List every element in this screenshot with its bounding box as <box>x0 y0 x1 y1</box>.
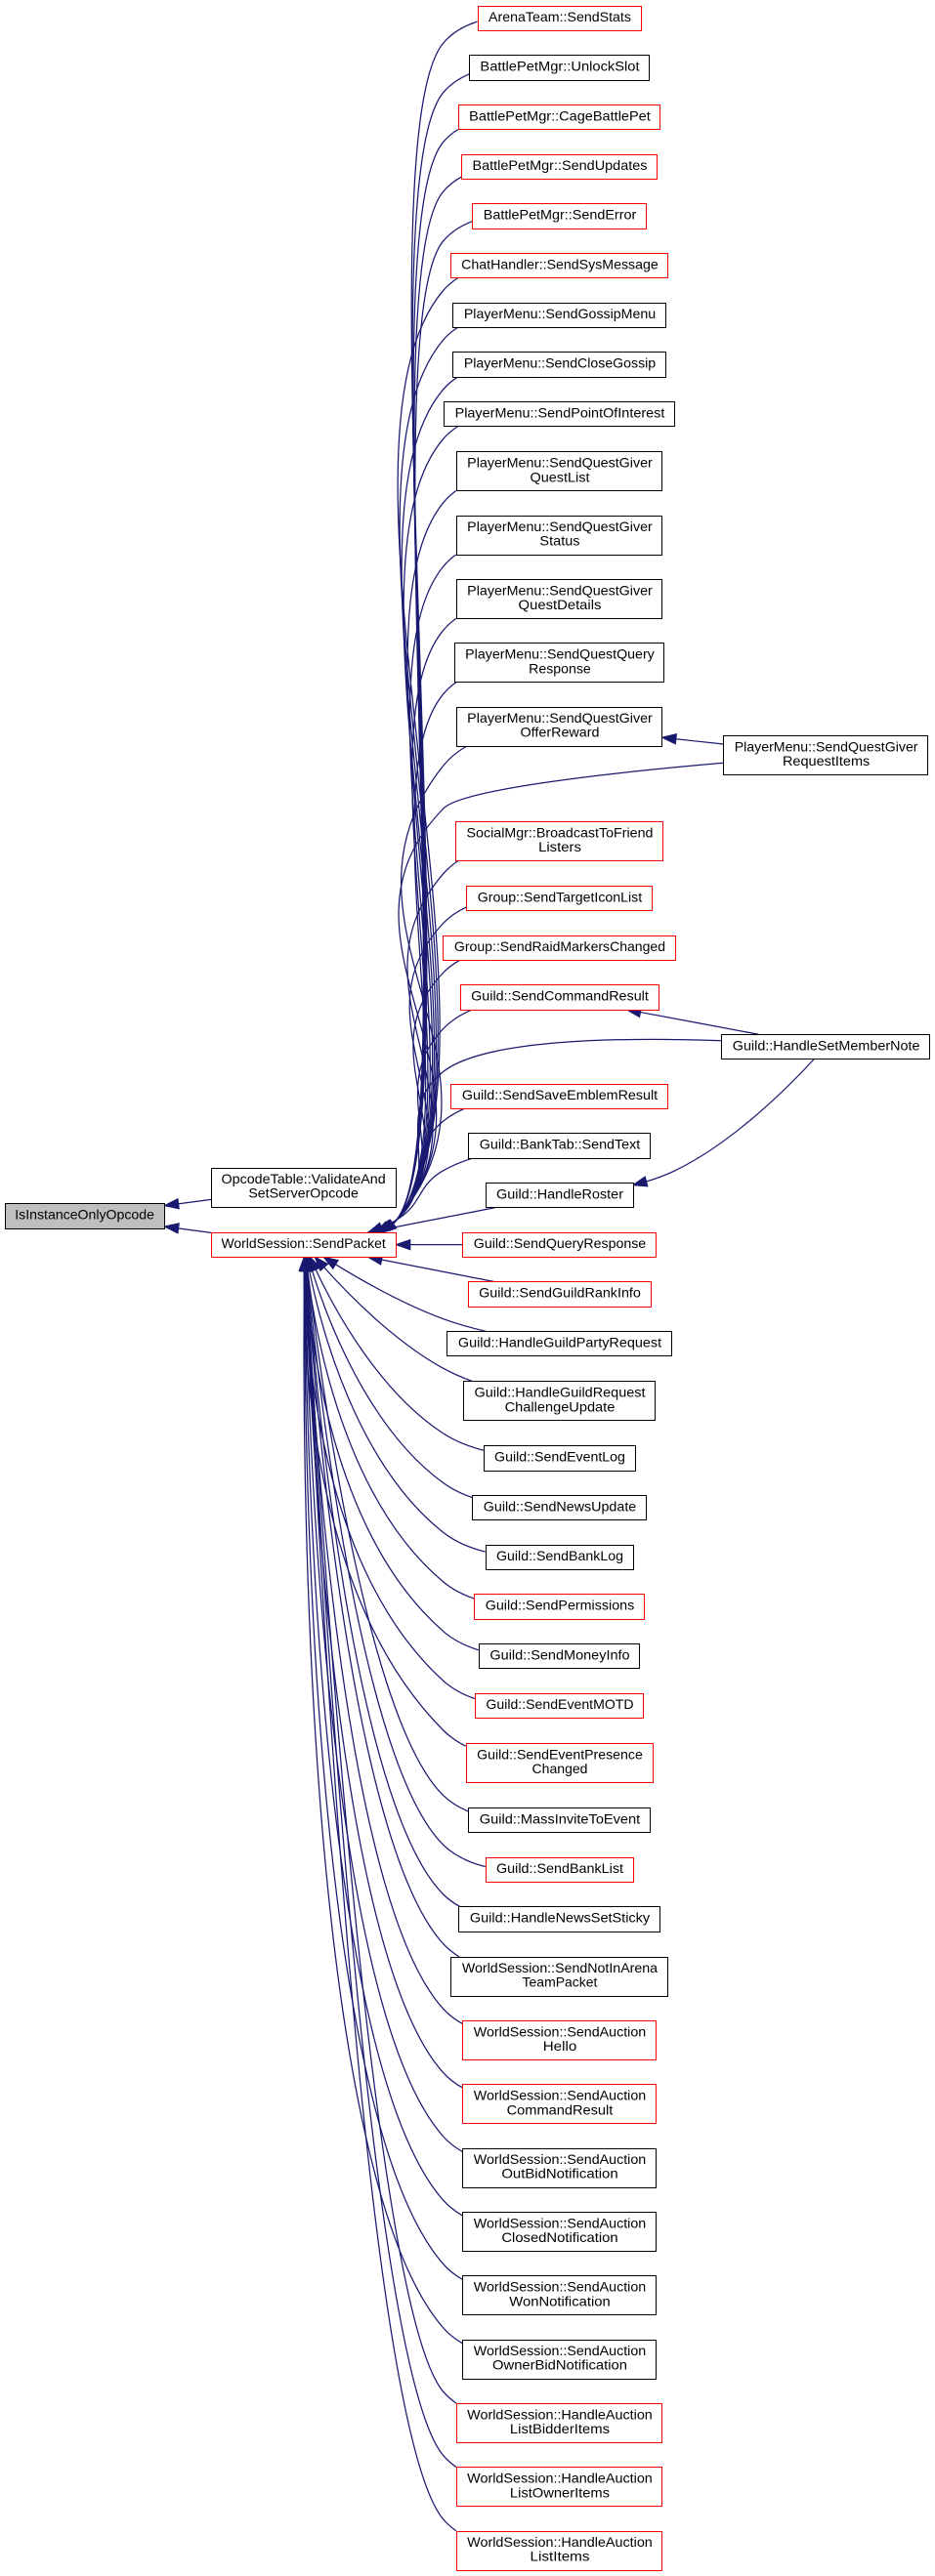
svg-text:OwnerBidNotification: OwnerBidNotification <box>492 2358 627 2373</box>
svg-text:PlayerMenu::SendQuestGiver: PlayerMenu::SendQuestGiver <box>467 519 653 534</box>
svg-text:Guild::SendEventMOTD: Guild::SendEventMOTD <box>486 1697 633 1712</box>
svg-text:Guild::HandleRoster: Guild::HandleRoster <box>496 1186 624 1201</box>
svg-text:Guild::BankTab::SendText: Guild::BankTab::SendText <box>480 1138 641 1152</box>
svg-text:PlayerMenu::SendQuestGiver: PlayerMenu::SendQuestGiver <box>467 583 653 598</box>
svg-text:Guild::SendBankList: Guild::SendBankList <box>496 1861 623 1876</box>
svg-text:Guild::SendEventPresence: Guild::SendEventPresence <box>477 1747 643 1762</box>
svg-text:Guild::SendBankLog: Guild::SendBankLog <box>496 1549 623 1563</box>
svg-text:Guild::SendCommandResult: Guild::SendCommandResult <box>471 989 649 1004</box>
svg-text:QuestList: QuestList <box>531 470 590 484</box>
svg-text:Guild::SendGuildRankInfo: Guild::SendGuildRankInfo <box>479 1286 641 1301</box>
svg-text:Response: Response <box>529 661 591 676</box>
svg-text:Guild::MassInviteToEvent: Guild::MassInviteToEvent <box>480 1811 641 1826</box>
svg-text:PlayerMenu::SendGossipMenu: PlayerMenu::SendGossipMenu <box>464 307 656 321</box>
svg-text:Guild::HandleSetMemberNote: Guild::HandleSetMemberNote <box>733 1038 920 1053</box>
svg-text:SetServerOpcode: SetServerOpcode <box>248 1186 359 1201</box>
svg-text:BattlePetMgr::CageBattlePet: BattlePetMgr::CageBattlePet <box>469 108 651 123</box>
svg-text:ListBidderItems: ListBidderItems <box>510 2422 610 2436</box>
svg-text:WorldSession::SendAuction: WorldSession::SendAuction <box>474 2280 646 2295</box>
svg-text:QuestDetails: QuestDetails <box>519 598 602 612</box>
svg-text:Guild::HandleNewsSetSticky: Guild::HandleNewsSetSticky <box>470 1911 651 1926</box>
svg-text:OutBidNotification: OutBidNotification <box>501 2167 617 2181</box>
svg-text:ArenaTeam::SendStats: ArenaTeam::SendStats <box>489 10 631 24</box>
svg-text:IsInstanceOnlyOpcode: IsInstanceOnlyOpcode <box>15 1208 154 1223</box>
svg-text:WorldSession::HandleAuction: WorldSession::HandleAuction <box>467 2535 653 2550</box>
svg-text:OfferReward: OfferReward <box>521 726 600 740</box>
svg-text:WorldSession::HandleAuction: WorldSession::HandleAuction <box>467 2407 653 2422</box>
svg-text:Listers: Listers <box>538 840 581 854</box>
svg-text:WorldSession::SendAuction: WorldSession::SendAuction <box>474 2344 646 2358</box>
svg-text:PlayerMenu::SendQuestQuery: PlayerMenu::SendQuestQuery <box>465 647 655 662</box>
svg-text:ListOwnerItems: ListOwnerItems <box>510 2485 610 2500</box>
svg-text:ChallengeUpdate: ChallengeUpdate <box>505 1399 616 1414</box>
svg-text:PlayerMenu::SendCloseGossip: PlayerMenu::SendCloseGossip <box>464 356 656 371</box>
svg-text:BattlePetMgr::SendUpdates: BattlePetMgr::SendUpdates <box>473 158 648 173</box>
svg-text:WorldSession::SendPacket: WorldSession::SendPacket <box>222 1236 386 1251</box>
svg-text:WorldSession::SendAuction: WorldSession::SendAuction <box>474 2216 646 2230</box>
svg-text:ClosedNotification: ClosedNotification <box>501 2230 617 2245</box>
svg-text:WorldSession::SendAuction: WorldSession::SendAuction <box>474 2089 646 2103</box>
svg-text:OpcodeTable::ValidateAnd: OpcodeTable::ValidateAnd <box>222 1172 386 1186</box>
svg-text:Group::SendTargetIconList: Group::SendTargetIconList <box>478 890 643 904</box>
svg-text:Guild::SendEventLog: Guild::SendEventLog <box>494 1450 625 1465</box>
svg-text:Hello: Hello <box>543 2039 577 2054</box>
svg-text:WorldSession::SendAuction: WorldSession::SendAuction <box>474 2152 646 2167</box>
svg-text:Guild::SendPermissions: Guild::SendPermissions <box>486 1599 635 1613</box>
svg-text:BattlePetMgr::UnlockSlot: BattlePetMgr::UnlockSlot <box>480 60 639 74</box>
svg-text:Guild::HandleGuildPartyRequest: Guild::HandleGuildPartyRequest <box>458 1335 661 1350</box>
svg-text:PlayerMenu::SendPointOfInteres: PlayerMenu::SendPointOfInterest <box>455 405 665 420</box>
svg-text:BattlePetMgr::SendError: BattlePetMgr::SendError <box>484 208 637 223</box>
svg-text:WonNotification: WonNotification <box>509 2294 610 2308</box>
svg-text:ListItems: ListItems <box>531 2550 590 2564</box>
svg-text:CommandResult: CommandResult <box>507 2102 614 2117</box>
svg-text:WorldSession::HandleAuction: WorldSession::HandleAuction <box>467 2472 653 2486</box>
svg-text:Status: Status <box>539 534 579 549</box>
svg-text:RequestItems: RequestItems <box>783 754 871 769</box>
svg-text:Guild::SendMoneyInfo: Guild::SendMoneyInfo <box>489 1647 629 1662</box>
svg-text:SocialMgr::BroadcastToFriend: SocialMgr::BroadcastToFriend <box>467 825 654 840</box>
svg-text:TeamPacket: TeamPacket <box>523 1975 598 1990</box>
svg-text:PlayerMenu::SendQuestGiver: PlayerMenu::SendQuestGiver <box>735 739 918 754</box>
svg-text:PlayerMenu::SendQuestGiver: PlayerMenu::SendQuestGiver <box>467 711 653 726</box>
svg-text:Changed: Changed <box>532 1762 588 1776</box>
svg-text:PlayerMenu::SendQuestGiver: PlayerMenu::SendQuestGiver <box>467 456 653 471</box>
svg-text:WorldSession::SendAuction: WorldSession::SendAuction <box>474 2024 646 2039</box>
svg-text:Guild::SendSaveEmblemResult: Guild::SendSaveEmblemResult <box>462 1088 658 1102</box>
svg-text:Group::SendRaidMarkersChanged: Group::SendRaidMarkersChanged <box>454 939 665 954</box>
svg-text:WorldSession::SendNotInArena: WorldSession::SendNotInArena <box>462 1961 659 1975</box>
svg-text:Guild::SendQueryResponse: Guild::SendQueryResponse <box>474 1236 646 1251</box>
svg-text:Guild::HandleGuildRequest: Guild::HandleGuildRequest <box>475 1386 646 1400</box>
svg-text:ChatHandler::SendSysMessage: ChatHandler::SendSysMessage <box>461 257 659 271</box>
svg-text:Guild::SendNewsUpdate: Guild::SendNewsUpdate <box>484 1499 637 1514</box>
